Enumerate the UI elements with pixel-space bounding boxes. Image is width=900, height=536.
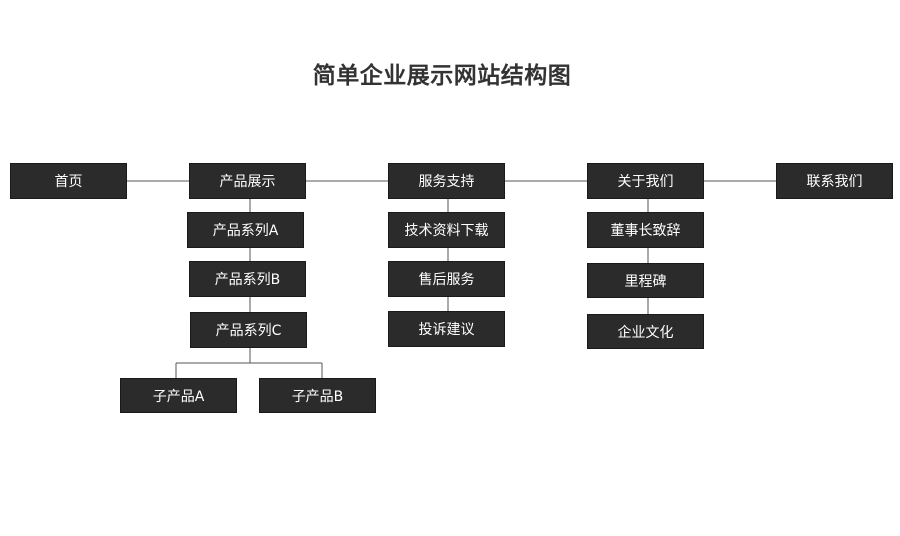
node-culture: 企业文化 xyxy=(587,314,704,349)
node-after-sales: 售后服务 xyxy=(388,261,505,297)
node-series-a: 产品系列A xyxy=(187,212,304,248)
node-series-c: 产品系列C xyxy=(190,312,307,348)
node-series-b: 产品系列B xyxy=(189,261,306,297)
node-service: 服务支持 xyxy=(388,163,505,199)
node-about: 关于我们 xyxy=(587,163,704,199)
node-sub-b: 子产品B xyxy=(259,378,376,413)
node-sub-a: 子产品A xyxy=(120,378,237,413)
node-products: 产品展示 xyxy=(189,163,306,199)
node-complaints: 投诉建议 xyxy=(388,311,505,347)
node-chairman: 董事长致辞 xyxy=(587,212,704,248)
diagram-title: 简单企业展示网站结构图 xyxy=(312,63,572,89)
node-downloads: 技术资料下载 xyxy=(388,212,505,248)
node-home: 首页 xyxy=(10,163,127,199)
node-milestones: 里程碑 xyxy=(587,263,704,298)
node-contact: 联系我们 xyxy=(776,163,893,199)
